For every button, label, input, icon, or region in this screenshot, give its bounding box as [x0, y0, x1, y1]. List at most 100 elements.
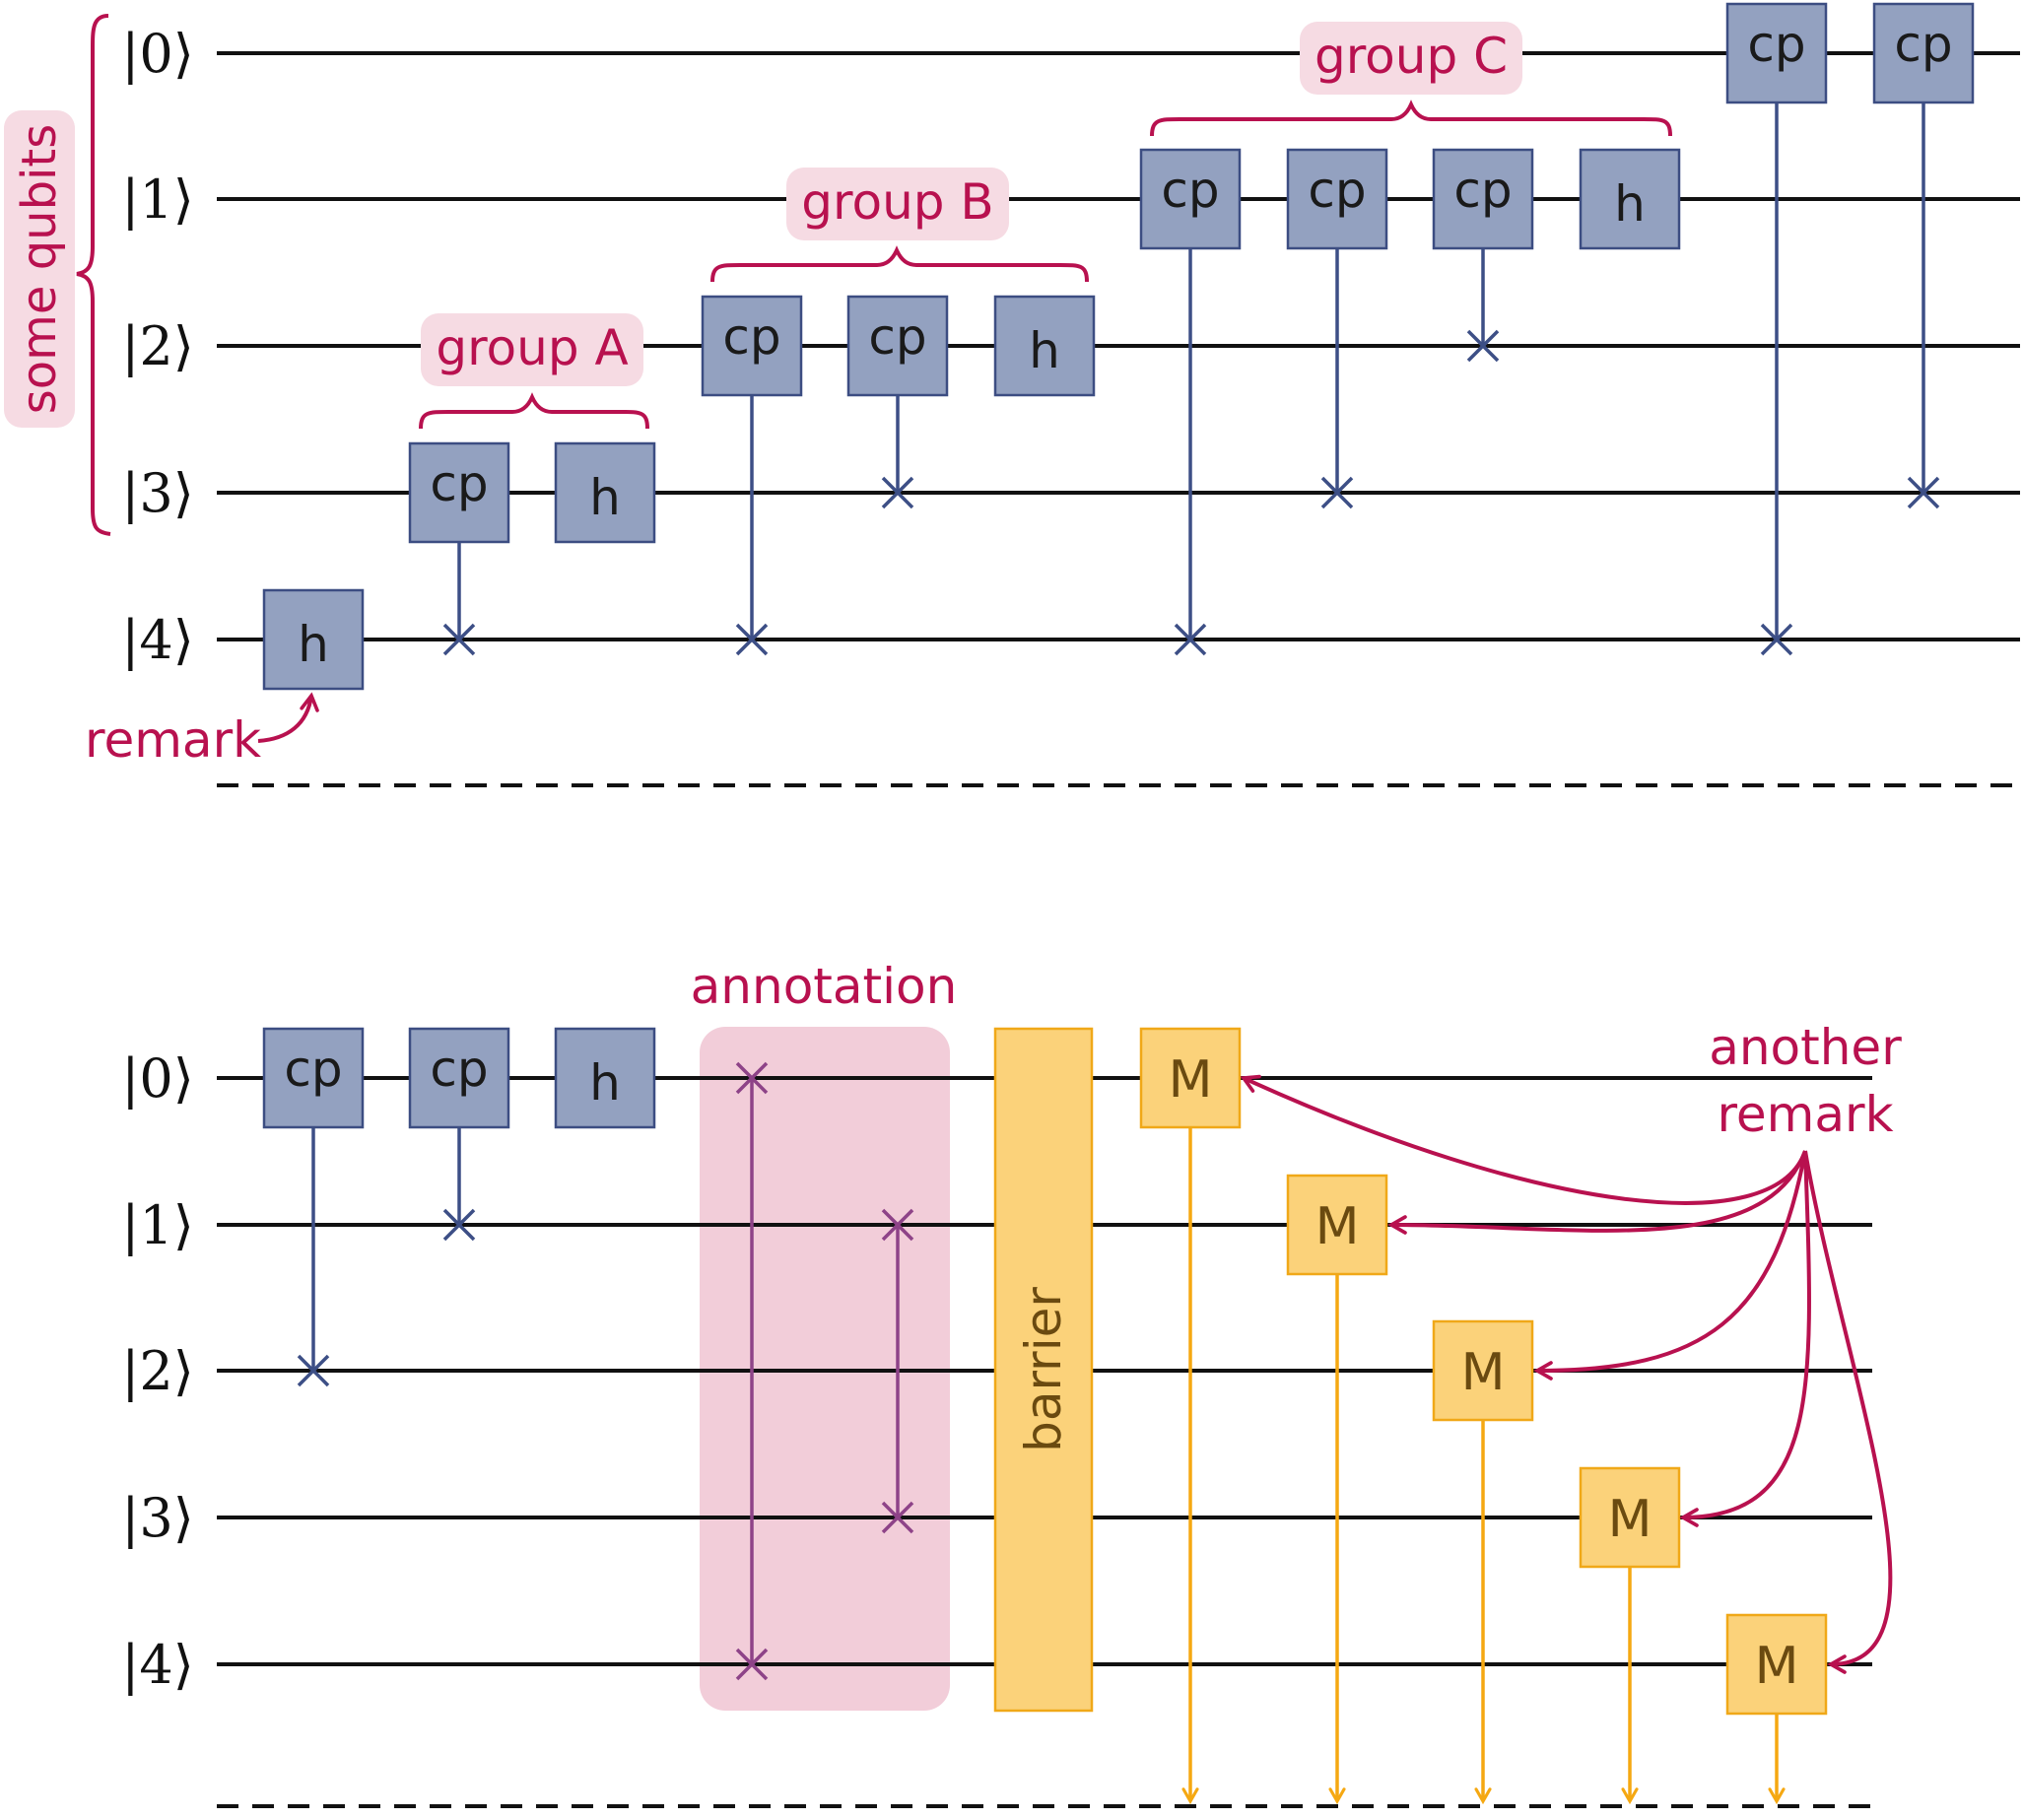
swap-x-mark	[881, 1208, 914, 1242]
remark-label: remark	[85, 711, 261, 769]
remark-arrow-4	[1803, 1150, 1893, 1674]
measure-label: M	[1169, 1050, 1213, 1110]
top-gate-cp-1: cp	[408, 441, 510, 656]
group-label-b: group B	[801, 173, 993, 231]
measure-label: M	[1315, 1197, 1360, 1256]
bottom-qubit-label-3: |3⟩	[121, 1487, 194, 1549]
gate-label: cp	[284, 1041, 342, 1098]
measure-box	[1432, 1319, 1534, 1422]
gate-label: cp	[868, 308, 926, 366]
swap-x-mark	[735, 1061, 769, 1095]
top-gate-cp-3: cp	[701, 295, 803, 656]
bottom-qubit-label-2: |2⟩	[121, 1340, 194, 1402]
another-remark-arrows	[1240, 1074, 1893, 1674]
measure-gate-4: M	[1725, 1613, 1828, 1805]
bottom-kets: |0⟩|1⟩|2⟩|3⟩|4⟩	[121, 1047, 194, 1696]
gate-box	[993, 295, 1096, 397]
bottom-qubit-label-4: |4⟩	[121, 1634, 194, 1696]
barrier-label: barrier	[1015, 1287, 1072, 1452]
measure-box	[1286, 1174, 1388, 1276]
gate-box	[1286, 148, 1388, 250]
another-remark-line-1: another	[1709, 1019, 1902, 1076]
top-qubit-label-4: |4⟩	[121, 609, 194, 671]
bottom-gate-cp-0: cp	[262, 1027, 365, 1387]
top-qubit-label-3: |3⟩	[121, 462, 194, 524]
top-gate-cp-4: cp	[846, 295, 949, 509]
bottom-gate-h-2: h	[554, 1027, 656, 1129]
top-gate-cp-10: cp	[1725, 2, 1828, 656]
bottom-qubit-label-1: |1⟩	[121, 1194, 194, 1256]
gate-label: cp	[1308, 162, 1366, 219]
gate-box	[846, 295, 949, 397]
bottom-swaps	[735, 1061, 914, 1681]
top-wires	[217, 51, 2020, 641]
top-circuit: some qubits |0⟩ |1⟩ |2⟩ |3⟩ |4⟩ group A grou…	[4, 2, 2020, 787]
gate-box	[1139, 148, 1242, 250]
bottom-gate-cp-1: cp	[408, 1027, 510, 1242]
measure-gate-1: M	[1286, 1174, 1388, 1805]
top-qubit-label-1: |1⟩	[121, 169, 194, 231]
measure-label: M	[1755, 1637, 1799, 1696]
target-x-mark	[297, 1354, 330, 1387]
gate-label: cp	[430, 1041, 488, 1098]
qubit-brace	[76, 14, 111, 536]
remark-arrow-0	[1240, 1074, 1807, 1205]
target-x-mark	[881, 476, 914, 509]
barrier-block	[993, 1027, 1094, 1713]
remark-arrow-1	[1387, 1150, 1807, 1235]
measure-label: M	[1461, 1343, 1506, 1402]
target-x-mark	[1320, 476, 1354, 509]
measure-box	[1725, 1613, 1828, 1716]
gate-label: h	[1614, 175, 1646, 233]
gate-box	[1432, 148, 1534, 250]
gate-label: cp	[722, 308, 780, 366]
top-qubit-label-0: |0⟩	[121, 23, 194, 85]
gate-label: h	[589, 469, 621, 526]
gate-box	[554, 1027, 656, 1129]
remark-arrow-2	[1533, 1150, 1807, 1381]
target-x-mark	[1174, 623, 1207, 656]
group-label-pill-c	[1300, 22, 1522, 95]
swap-gate-1	[881, 1208, 914, 1534]
group-brace-b: group B	[710, 168, 1089, 283]
gate-label: h	[589, 1054, 621, 1112]
top-qubit-label-2: |2⟩	[121, 315, 194, 377]
measure-gate-3: M	[1579, 1466, 1681, 1805]
gate-box	[1579, 148, 1681, 250]
target-x-mark	[442, 623, 476, 656]
gate-label: cp	[1161, 162, 1219, 219]
gate-label: cp	[430, 455, 488, 512]
top-gate-h-9: h	[1579, 148, 1681, 250]
remark-arrow-3	[1679, 1150, 1811, 1527]
gate-box	[408, 1027, 510, 1129]
target-x-mark	[1760, 623, 1793, 656]
gate-box	[408, 441, 510, 544]
top-kets: |0⟩ |1⟩ |2⟩ |3⟩ |4⟩	[121, 23, 194, 671]
measure-box	[1579, 1466, 1681, 1569]
bottom-gates: cp cp h	[262, 1027, 656, 1387]
swap-x-mark	[881, 1501, 914, 1534]
top-gate-h-5: h	[993, 295, 1096, 397]
annotation-label: annotation	[691, 958, 958, 1015]
target-x-mark	[1907, 476, 1940, 509]
top-gate-h-2: h	[554, 441, 656, 544]
remark-arrow	[257, 692, 319, 743]
top-gate-cp-8: cp	[1432, 148, 1534, 363]
group-label-pill-a	[421, 313, 643, 386]
group-brace-c: group C	[1150, 22, 1672, 137]
brace-label: some qubits	[12, 124, 67, 414]
group-label-c: group C	[1315, 28, 1508, 85]
group-label-a: group A	[436, 319, 628, 376]
gate-label: cp	[1747, 16, 1805, 73]
target-x-mark	[442, 1208, 476, 1242]
brace-label-pill	[4, 110, 75, 428]
gate-label: cp	[1453, 162, 1512, 219]
target-x-mark	[1466, 329, 1500, 363]
bottom-measures: M M M M M	[1139, 1027, 1828, 1805]
top-gate-h-0: h	[262, 588, 365, 691]
gate-box	[554, 441, 656, 544]
group-label-pill-b	[786, 168, 1009, 240]
another-remark-line-2: remark	[1717, 1086, 1893, 1143]
